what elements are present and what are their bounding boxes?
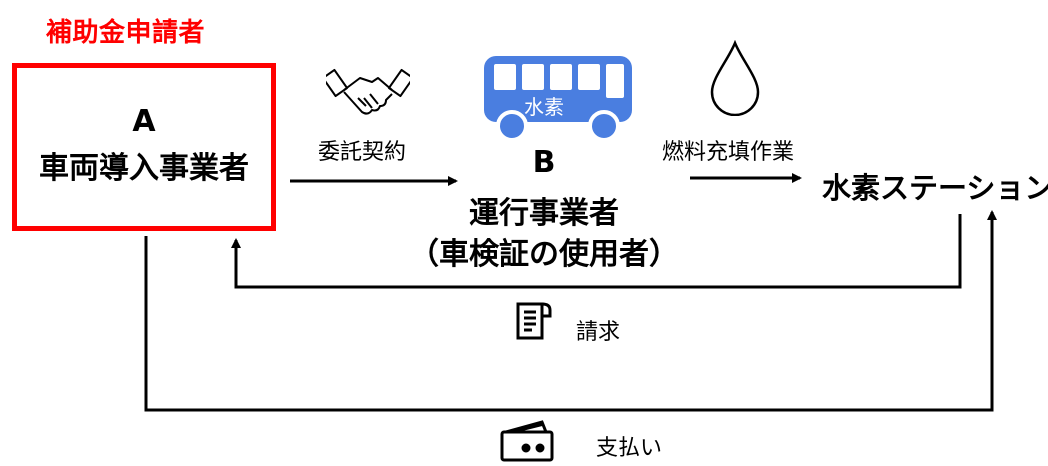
billing-arrow bbox=[231, 214, 962, 289]
station-label: 水素ステーション bbox=[822, 171, 1048, 205]
party-a-name: 車両導入事業者 bbox=[39, 151, 249, 186]
payment-arrow bbox=[144, 210, 997, 412]
bus-label: 水素 bbox=[524, 95, 564, 119]
party-a-box bbox=[12, 63, 276, 231]
party-b-letter: B bbox=[532, 145, 556, 180]
party-b-name: 運行事業者 bbox=[469, 196, 619, 231]
contract-label: 委託契約 bbox=[318, 140, 407, 165]
applicant-label: 補助金申請者 bbox=[46, 18, 206, 48]
bus-icon: 水素 bbox=[484, 56, 632, 142]
invoice-icon bbox=[516, 302, 552, 340]
payment-label: 支払い bbox=[596, 436, 663, 461]
party-a-letter: A bbox=[132, 104, 156, 139]
fuel-label: 燃料充填作業 bbox=[662, 140, 795, 165]
billing-label: 請求 bbox=[576, 320, 621, 345]
party-b-sub: （車検証の使用者） bbox=[409, 237, 679, 272]
wallet-icon bbox=[500, 420, 554, 462]
water-drop-icon bbox=[710, 40, 760, 116]
handshake-icon bbox=[326, 68, 410, 115]
